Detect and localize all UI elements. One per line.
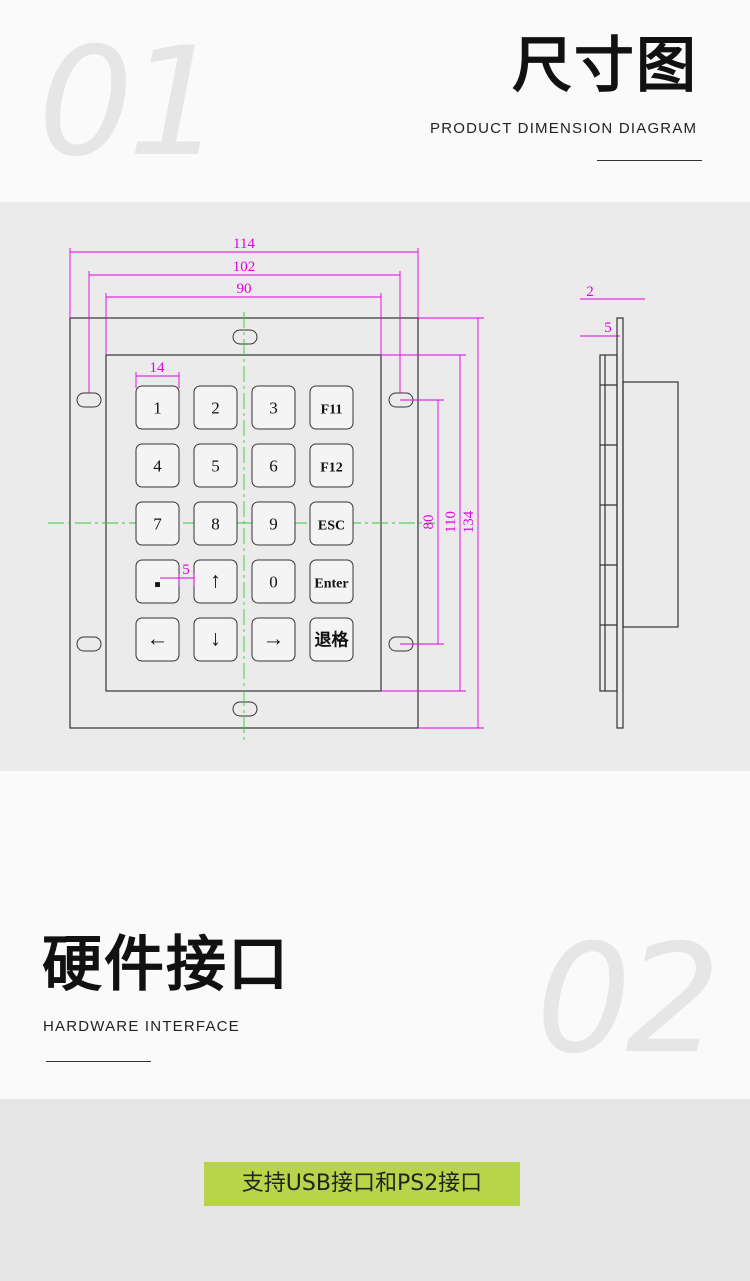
key-outline [309,443,354,488]
key-outline [251,617,296,662]
key-0-3: F11 [309,385,354,430]
key-3-1: ↑ [193,559,238,604]
key-4-0: ← [135,617,180,662]
mount-hole-top-left [76,392,102,408]
section-title-en-2: HARDWARE INTERFACE [43,1018,240,1035]
key-label: 1 [153,399,162,418]
key-outline [193,443,238,488]
section-number-02: 02 [536,913,721,1087]
key-label: Enter [314,577,348,592]
side-key-block [599,354,618,692]
key-label: ← [147,626,169,651]
dim-outer-height: 134 [461,510,477,533]
key-3-3: Enter [309,559,354,604]
side-pcb-housing [622,381,679,628]
key-outline [193,385,238,430]
section-title-cn-2: 硬件接口 [42,930,290,1000]
interface-section-header: 02 硬件接口 HARDWARE INTERFACE [0,771,750,1099]
section-title-en: PRODUCT DIMENSION DIAGRAM [430,120,698,137]
section-number-01: 01 [38,16,223,190]
key-outline [135,501,180,546]
key-label: 7 [153,515,162,534]
key-outline [251,559,296,604]
mount-hole-top [232,329,258,345]
key-4-3: 退格 [309,617,354,662]
key-outline [193,617,238,662]
interface-support-tag: 支持USB接口和PS2接口 [204,1162,520,1206]
center-lines [48,312,435,740]
key-outline [193,501,238,546]
key-2-2: 9 [251,501,296,546]
key-label: ↑ [210,568,221,593]
key-0-1: 2 [193,385,238,430]
key-label: F11 [321,403,343,418]
key-label: 3 [269,399,278,418]
key-outline [135,385,180,430]
key-outline [309,385,354,430]
key-2-1: 8 [193,501,238,546]
dim-outer-width: 114 [233,236,255,252]
section-title-cn: 尺寸图 [512,31,698,101]
dimension-drawing: 1 2 3 F11 4 5 6 F12 7 8 9 ESC ■ ↑ 0 Enter ← ↓ → 退格 [48,236,679,740]
key-outline [135,443,180,488]
key-0-2: 3 [251,385,296,430]
key-label: 9 [269,515,278,534]
key-label: 5 [211,457,220,476]
key-4-1: ↓ [193,617,238,662]
key-1-1: 5 [193,443,238,488]
key-label: F12 [320,461,343,476]
section-rule [597,160,702,161]
key-1-3: F12 [309,443,354,488]
key-outline [309,501,354,546]
key-2-3: ESC [309,501,354,546]
side-view [599,317,679,729]
key-0-0: 1 [135,385,180,430]
key-outline [251,443,296,488]
key-label: 8 [211,515,220,534]
mount-hole-bottom [232,701,258,717]
key-outline [135,617,180,662]
key-label: 0 [269,573,278,592]
dim-side-a: 2 [586,284,594,300]
key-label: ↓ [210,626,221,651]
dimension-section-header: 01 尺寸图 PRODUCT DIMENSION DIAGRAM [0,0,750,202]
key-3-0: ■ [135,559,180,604]
dim-key-area-width: 90 [237,281,252,297]
key-label: → [263,626,285,651]
dim-hole-pitch: 80 [421,515,437,530]
key-label: ■ [154,580,160,591]
key-label: 2 [211,399,220,418]
mount-hole-bottom-left [76,636,102,652]
key-2-0: 7 [135,501,180,546]
key-label: 退格 [315,630,350,650]
key-outline [251,501,296,546]
key-1-2: 6 [251,443,296,488]
side-plate [616,317,624,729]
key-outline [309,617,354,662]
key-label: 6 [269,457,278,476]
dimension-lines [69,248,645,729]
key-1-0: 4 [135,443,180,488]
dimension-labels: 114 102 90 14 5 80 110 134 2 5 [150,236,612,578]
section-rule-2 [46,1061,151,1062]
dim-key-gap: 5 [182,562,190,578]
key-4-2: → [251,617,296,662]
key-label: ESC [318,519,345,534]
key-outline [309,559,354,604]
dim-hole-span: 102 [233,259,256,275]
key-label: 4 [153,457,162,476]
dim-key-area-height: 110 [443,511,459,533]
key-outline [251,385,296,430]
key-3-2: 0 [251,559,296,604]
dim-key-size: 14 [150,360,166,376]
keypad-keys: 1 2 3 F11 4 5 6 F12 7 8 9 ESC ■ ↑ 0 Enter ← ↓ → 退格 [135,385,354,662]
dimension-diagram: 1 2 3 F11 4 5 6 F12 7 8 9 ESC ■ ↑ 0 Enter ← ↓ → 退格 [0,202,750,771]
dim-side-b: 5 [604,320,612,336]
